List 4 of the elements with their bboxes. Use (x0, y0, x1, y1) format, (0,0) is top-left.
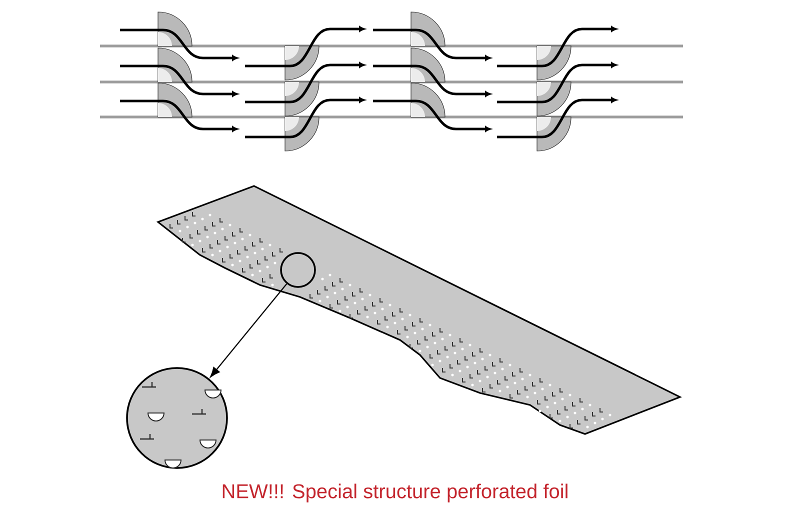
arrow (210, 283, 288, 378)
magnified-detail-circle (126, 367, 228, 469)
magnifier-circle (280, 252, 316, 288)
caption: NEW!!! Special structure perforated foil (222, 484, 568, 502)
